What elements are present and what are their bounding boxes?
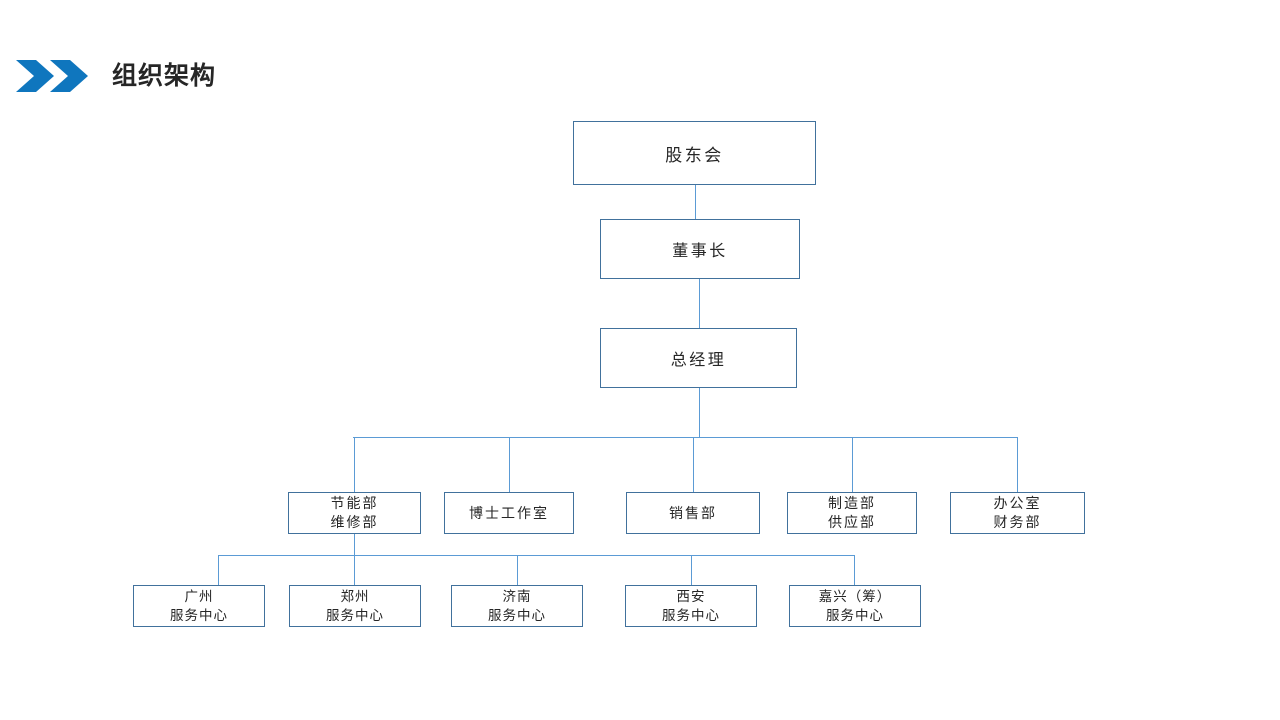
org-node-label: 办公室 xyxy=(993,495,1042,511)
org-node-label: 制造部 xyxy=(828,495,876,511)
org-node-energy-maintenance[interactable]: 节能部维修部 xyxy=(288,492,421,534)
org-node-sublabel: 维修部 xyxy=(330,514,379,530)
org-node-sublabel: 财务部 xyxy=(993,514,1042,530)
org-node-chairman[interactable]: 董事长 xyxy=(600,219,800,279)
slide-header: 组织架构 xyxy=(0,46,1280,106)
connector-c-drop-zhengzhou xyxy=(354,555,355,585)
org-node-label: 西安 xyxy=(676,589,706,604)
connector-c-drop-xian xyxy=(691,555,692,585)
connector-c-drop-doctoral xyxy=(509,437,510,492)
org-node-label: 郑州 xyxy=(340,589,370,604)
connector-c-sh-ch xyxy=(695,185,696,219)
connector-c-energy-down xyxy=(354,534,355,555)
connector-c-drop-office xyxy=(1017,437,1018,492)
org-node-general-manager[interactable]: 总经理 xyxy=(600,328,797,388)
org-node-label: 销售部 xyxy=(669,504,717,521)
connector-c-drop-manu xyxy=(852,437,853,492)
org-node-jiaxing[interactable]: 嘉兴（筹） 服务中心 xyxy=(789,585,921,627)
connector-c-dept-bus xyxy=(353,437,1018,438)
org-node-sublabel: 服务中心 xyxy=(488,608,546,623)
org-node-sublabel: 服务中心 xyxy=(662,608,720,623)
org-node-jinan[interactable]: 济南服务中心 xyxy=(451,585,583,627)
org-node-label: 董事长 xyxy=(672,243,728,260)
connector-c-center-bus xyxy=(218,555,855,556)
org-node-xian[interactable]: 西安服务中心 xyxy=(625,585,757,627)
page-title: 组织架构 xyxy=(112,62,217,90)
org-node-sales[interactable]: 销售部 xyxy=(626,492,760,534)
org-node-shareholders[interactable]: 股东会 xyxy=(573,121,816,185)
org-node-sublabel: 供应部 xyxy=(828,514,876,530)
org-node-label: 节能部 xyxy=(330,495,379,511)
double-chevron-right-icon xyxy=(14,58,88,94)
org-node-sublabel: 服务中心 xyxy=(826,608,884,623)
connector-c-drop-guangzhou xyxy=(218,555,219,585)
connector-c-gm-bus xyxy=(699,388,700,437)
org-node-guangzhou[interactable]: 广州服务中心 xyxy=(133,585,265,627)
org-node-label: 济南 xyxy=(502,589,532,604)
connector-c-drop-sales xyxy=(693,437,694,492)
org-node-office-finance[interactable]: 办公室财务部 xyxy=(950,492,1085,534)
org-node-zhengzhou[interactable]: 郑州服务中心 xyxy=(289,585,421,627)
org-node-sublabel: 服务中心 xyxy=(326,608,384,623)
connector-c-drop-jiaxing xyxy=(854,555,855,585)
org-node-label: 博士工作室 xyxy=(469,504,549,521)
org-node-manufacturing-supply[interactable]: 制造部供应部 xyxy=(787,492,917,534)
org-node-label: 总经理 xyxy=(670,352,727,369)
connector-c-ch-gm xyxy=(699,279,700,328)
connector-c-drop-jinan xyxy=(517,555,518,585)
org-node-doctoral-studio[interactable]: 博士工作室 xyxy=(444,492,574,534)
org-node-sublabel: 服务中心 xyxy=(170,608,228,623)
connector-c-drop-energy xyxy=(354,437,355,492)
org-node-label: 嘉兴（筹） xyxy=(818,589,892,604)
org-node-label: 广州 xyxy=(184,589,214,604)
org-node-label: 股东会 xyxy=(665,145,724,165)
